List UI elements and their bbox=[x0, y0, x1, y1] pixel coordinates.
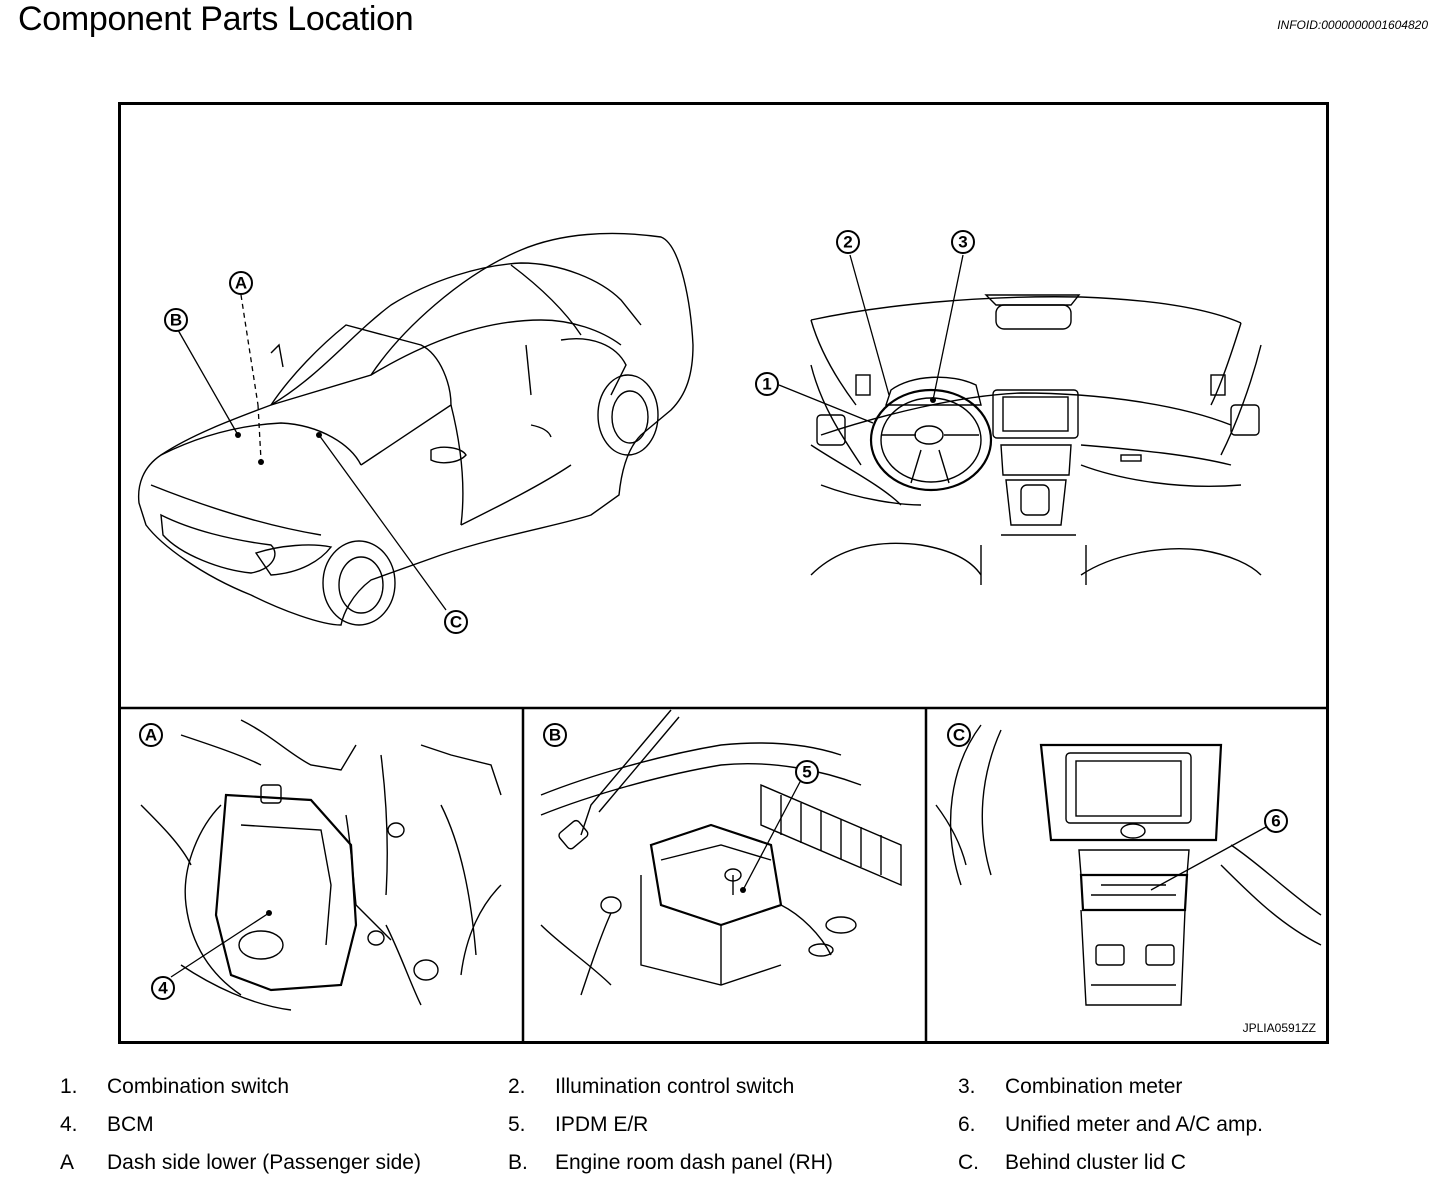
legend-text: Combination meter bbox=[1005, 1075, 1183, 1098]
svg-text:5: 5 bbox=[802, 763, 811, 782]
svg-text:2: 2 bbox=[843, 233, 852, 252]
page-title: Component Parts Location bbox=[18, 0, 414, 38]
legend-text: Dash side lower (Passenger side) bbox=[107, 1151, 421, 1174]
panel-c-label: C bbox=[947, 723, 971, 747]
panel-b-label: B bbox=[543, 723, 567, 747]
info-id: INFOID:0000000001604820 bbox=[1277, 18, 1428, 32]
svg-text:C: C bbox=[450, 613, 462, 632]
svg-text:C: C bbox=[953, 726, 965, 745]
legend-text: Unified meter and A/C amp. bbox=[1005, 1113, 1263, 1136]
panel-b-illustration bbox=[540, 709, 902, 996]
figure-code: JPLIA0591ZZ bbox=[1242, 1021, 1316, 1035]
legend-number: 5. bbox=[508, 1113, 526, 1136]
legend-number: 6. bbox=[958, 1113, 976, 1136]
svg-text:A: A bbox=[235, 274, 247, 293]
callout-2: 2 bbox=[836, 230, 860, 254]
callout-c-car: C bbox=[444, 610, 468, 634]
legend-row: 1. Combination switch 2. Illumination co… bbox=[0, 1075, 1456, 1105]
legend-text: IPDM E/R bbox=[555, 1113, 649, 1136]
panel-c-illustration bbox=[935, 724, 1322, 1006]
panel-a-label: A bbox=[139, 723, 163, 747]
legend-number: C. bbox=[958, 1151, 979, 1174]
legend-text: Engine room dash panel (RH) bbox=[555, 1151, 833, 1174]
legend-text: Combination switch bbox=[107, 1075, 290, 1098]
callout-4: 4 bbox=[151, 976, 175, 1000]
legend-number: A bbox=[60, 1151, 75, 1174]
callout-3: 3 bbox=[951, 230, 975, 254]
legend-row: 4. BCM 5. IPDM E/R 6. Unified meter and … bbox=[0, 1113, 1456, 1143]
callout-b-car: B bbox=[164, 308, 188, 332]
legend-row: A Dash side lower (Passenger side) B. En… bbox=[0, 1151, 1456, 1181]
legend-number: 4. bbox=[60, 1113, 78, 1136]
car-exterior-illustration bbox=[137, 232, 694, 626]
legend-number: 2. bbox=[508, 1075, 526, 1098]
panel-a-illustration bbox=[140, 719, 502, 1011]
legend-number: 3. bbox=[958, 1075, 976, 1098]
interior-dash-illustration bbox=[778, 254, 1262, 585]
svg-text:6: 6 bbox=[1271, 812, 1280, 831]
svg-text:4: 4 bbox=[158, 979, 168, 998]
callout-5: 5 bbox=[795, 760, 819, 784]
legend-text: BCM bbox=[107, 1113, 154, 1136]
svg-text:B: B bbox=[170, 311, 182, 330]
component-figure: B A C bbox=[118, 102, 1329, 1044]
svg-text:3: 3 bbox=[958, 233, 967, 252]
svg-text:1: 1 bbox=[762, 375, 771, 394]
figure-drawing: B A C bbox=[121, 230, 1326, 1041]
legend-number: B. bbox=[508, 1151, 528, 1174]
legend-text: Illumination control switch bbox=[555, 1075, 795, 1098]
callout-a-car: A bbox=[229, 271, 253, 295]
callout-1: 1 bbox=[755, 372, 779, 396]
svg-text:A: A bbox=[145, 726, 157, 745]
svg-text:B: B bbox=[549, 726, 561, 745]
legend-text: Behind cluster lid C bbox=[1005, 1151, 1186, 1174]
legend-number: 1. bbox=[60, 1075, 78, 1098]
callout-6: 6 bbox=[1264, 809, 1288, 833]
